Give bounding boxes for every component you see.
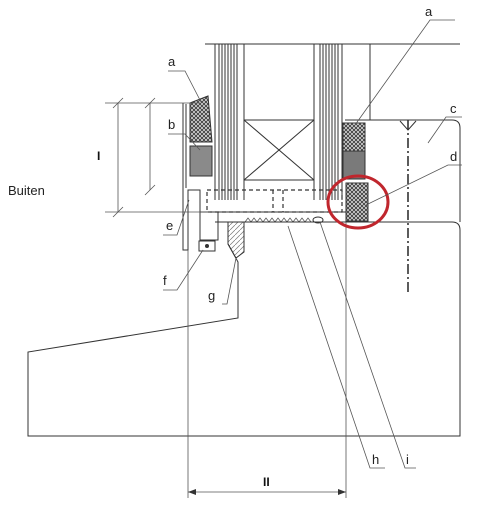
dimension-II (188, 489, 346, 495)
label-h: h (372, 452, 379, 467)
setting-blocks (206, 189, 343, 213)
gasket-b (189, 145, 213, 177)
label-g: g (208, 288, 215, 303)
dimension-I-label: I (97, 149, 100, 163)
seal-d (345, 182, 369, 222)
leader-lines (163, 19, 462, 469)
gasket-right (342, 150, 366, 180)
glazing-bead-profile (182, 103, 219, 251)
drain-hole-i (312, 216, 324, 224)
label-i: i (406, 452, 409, 467)
dimension-II-label: II (263, 475, 270, 489)
label-a-left: a (168, 54, 176, 69)
frame-c (345, 44, 461, 295)
serrated-profile-h (244, 217, 312, 223)
label-d: d (450, 149, 457, 164)
sill-body (27, 221, 461, 437)
label-e: e (166, 218, 173, 233)
left-glass-pane (214, 44, 238, 200)
label-buiten: Buiten (8, 183, 45, 198)
label-c: c (450, 101, 457, 116)
seal-a-right (342, 122, 366, 152)
block-f-dot (205, 244, 209, 248)
highlight-circle (326, 174, 390, 230)
label-b: b (168, 117, 175, 132)
dimension-I (112, 97, 156, 218)
label-a-top: a (425, 4, 433, 19)
seal-g (227, 221, 245, 259)
label-f: f (163, 273, 167, 288)
right-glass-pane (319, 44, 343, 200)
spacer-box (243, 44, 315, 200)
